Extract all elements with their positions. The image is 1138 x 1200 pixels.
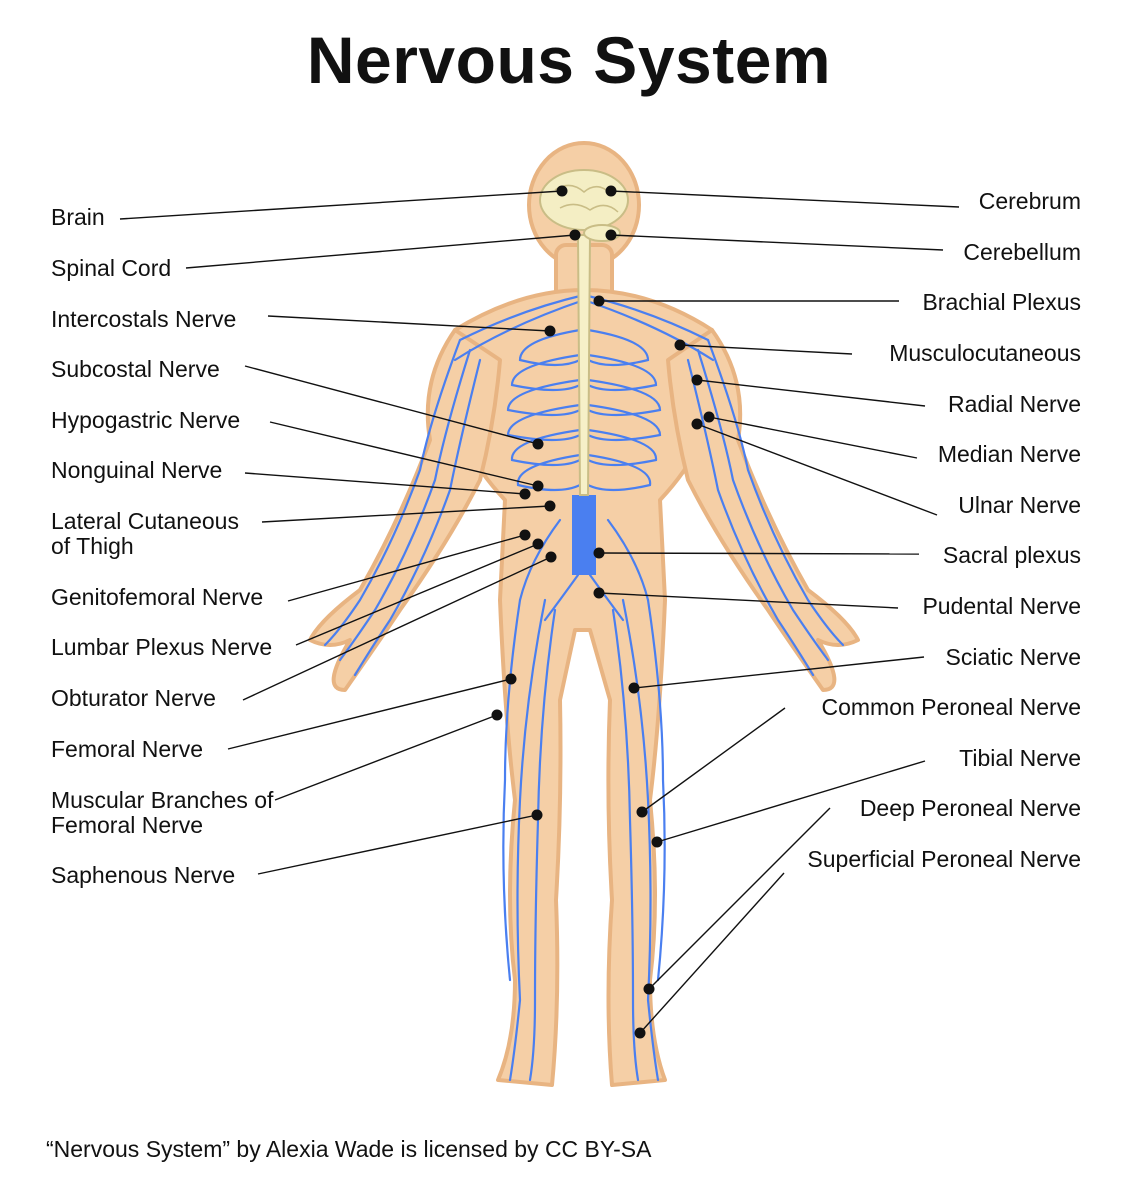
label-common-peroneal-nerve: Common Peroneal Nerve	[821, 694, 1081, 720]
label-muscular-branches-of-femoral-nerve: Muscular Branches of Femoral Nerve	[51, 787, 274, 838]
label-sciatic-nerve: Sciatic Nerve	[945, 644, 1081, 670]
label-brachial-plexus: Brachial Plexus	[922, 289, 1081, 315]
label-saphenous-nerve: Saphenous Nerve	[51, 862, 236, 888]
leader-lines	[119, 190, 960, 1034]
label-superficial-peroneal-nerve: Superficial Peroneal Nerve	[807, 846, 1081, 872]
label-brain: Brain	[51, 204, 105, 230]
label-cerebrum: Cerebrum	[978, 188, 1081, 214]
nerve-network	[323, 293, 845, 1082]
label-pudental-nerve: Pudental Nerve	[922, 593, 1081, 619]
label-hypogastric-nerve: Hypogastric Nerve	[51, 407, 241, 433]
label-obturator-nerve: Obturator Nerve	[51, 685, 216, 711]
label-intercostals-nerve: Intercostals Nerve	[51, 306, 237, 332]
label-radial-nerve: Radial Nerve	[948, 391, 1081, 417]
label-sacral-plexus: Sacral plexus	[942, 542, 1081, 568]
label-genitofemoral-nerve: Genitofemoral Nerve	[51, 584, 264, 610]
label-lumbar-plexus-nerve: Lumbar Plexus Nerve	[51, 634, 273, 660]
label-subcostal-nerve: Subcostal Nerve	[51, 356, 220, 382]
label-spinal-cord: Spinal Cord	[51, 255, 172, 281]
label-lateral-cutaneous-of-thigh: Lateral Cutaneous of Thigh	[51, 508, 239, 559]
label-musculocutaneous: Musculocutaneous	[889, 340, 1081, 366]
label-cerebellum: Cerebellum	[963, 239, 1081, 265]
label-median-nerve: Median Nerve	[937, 441, 1081, 467]
label-femoral-nerve: Femoral Nerve	[51, 736, 204, 762]
label-deep-peroneal-nerve: Deep Peroneal Nerve	[859, 795, 1081, 821]
label-tibial-nerve: Tibial Nerve	[959, 745, 1081, 771]
label-ulnar-nerve: Ulnar Nerve	[958, 492, 1081, 518]
spinal-cord	[576, 234, 592, 496]
diagram-title: Nervous System	[306, 23, 832, 97]
attribution-caption: “Nervous System” by Alexia Wade is licen…	[46, 1136, 652, 1162]
label-dots	[491, 185, 715, 1039]
label-nonguinal-nerve: Nonguinal Nerve	[51, 457, 223, 483]
